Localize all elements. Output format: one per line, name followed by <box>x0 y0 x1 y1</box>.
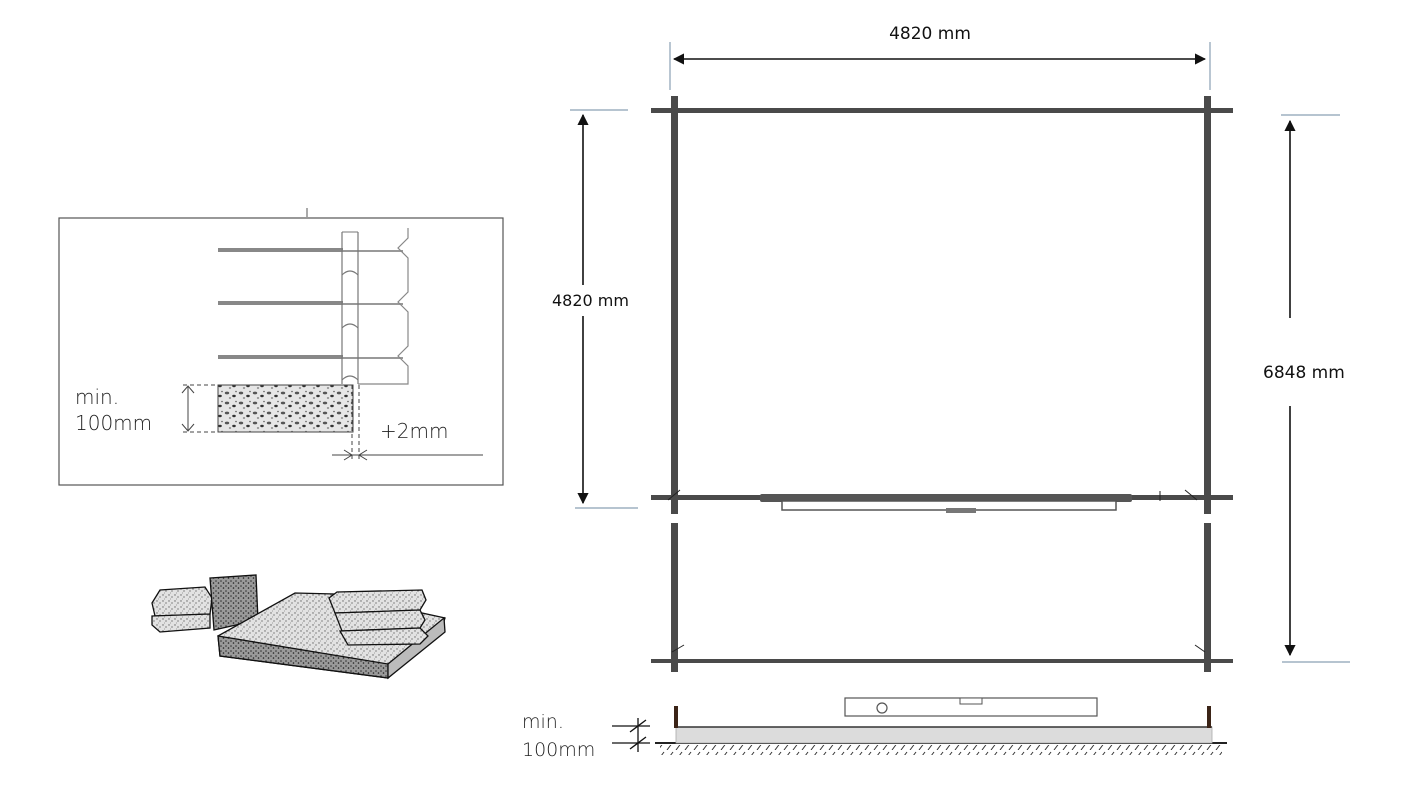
slab-height-label-line2: 100mm <box>522 739 595 761</box>
main-depth-label: 4820 mm <box>552 291 629 310</box>
slab-height-label-line1: min. <box>522 711 564 733</box>
total-depth-dimension: 6848 mm <box>1263 114 1350 663</box>
floor-plan: 4820 mm 4820 mm 6848 mm <box>552 24 1350 672</box>
main-depth-dimension: 4820 mm <box>552 109 638 509</box>
walls <box>651 96 1233 672</box>
overhang-label: +2mm <box>380 419 448 443</box>
width-dimension: 4820 mm <box>669 24 1211 90</box>
footing-height-dimension <box>181 384 218 433</box>
foundation-slab <box>675 726 1213 744</box>
overhang-dimension <box>332 385 483 462</box>
slab-height-dimension <box>612 718 650 752</box>
spirit-level <box>844 697 1098 717</box>
detail-height-label-line1: min. <box>75 385 119 409</box>
double-door <box>760 494 1132 513</box>
width-label: 4820 mm <box>889 24 971 44</box>
log-layers <box>218 228 409 385</box>
concrete-footing <box>217 384 354 433</box>
wall-base-detail: min. 100mm +2mm <box>58 208 504 486</box>
detail-height-label-line2: 100mm <box>75 411 152 435</box>
total-depth-label: 6848 mm <box>1263 363 1345 383</box>
paving-stones-illustration <box>151 574 446 680</box>
corner-marks <box>667 489 1206 653</box>
foundation-section: min. 100mm <box>522 697 1227 761</box>
